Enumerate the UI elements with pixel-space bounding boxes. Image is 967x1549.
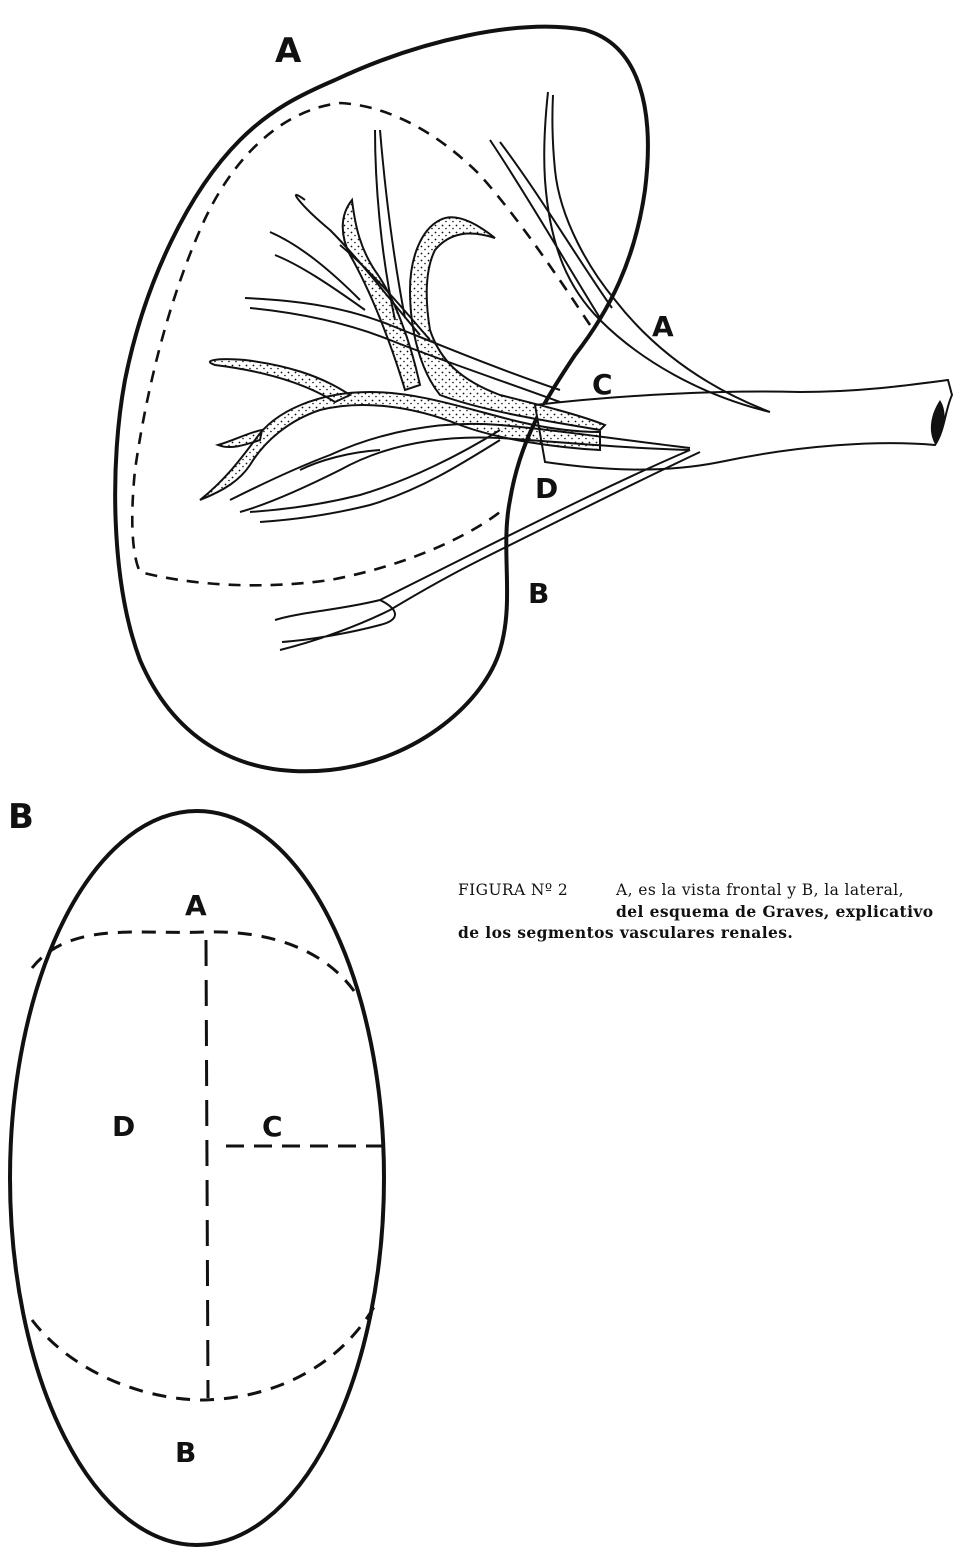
segment-label-c: C [592,368,613,401]
lower-boundary-dashed [32,1300,378,1400]
caption-text-1: A, es la vista frontal y B, la lateral, [616,881,904,899]
figure-number: FIGURA Nº 2 [458,880,616,901]
lateral-label-a: A [185,889,207,922]
stippled-vessel-upper [410,217,605,430]
upper-boundary-dashed [32,932,360,1000]
lateral-label-b: B [175,1436,196,1469]
segment-label-a: A [652,310,674,343]
lateral-label-c: C [262,1110,283,1143]
lateral-label-d: D [112,1110,135,1143]
vertical-divider-dashed [206,940,208,1398]
segment-label-d: D [535,472,558,505]
lower-vessel-tree [230,424,690,522]
lateral-view: B A D C B [8,797,384,1545]
caption-line-3: de los segmentos vasculares renales. [458,922,963,943]
panel-label-a: A [275,31,302,71]
segment-label-b: B [528,577,549,610]
caption-line-2: del esquema de Graves, explicativo [458,901,963,922]
segment-boundary-dashed [132,103,590,585]
frontal-view: A A C D B [115,27,952,772]
panel-label-b: B [8,797,34,837]
lower-vessel-branch [275,450,700,650]
